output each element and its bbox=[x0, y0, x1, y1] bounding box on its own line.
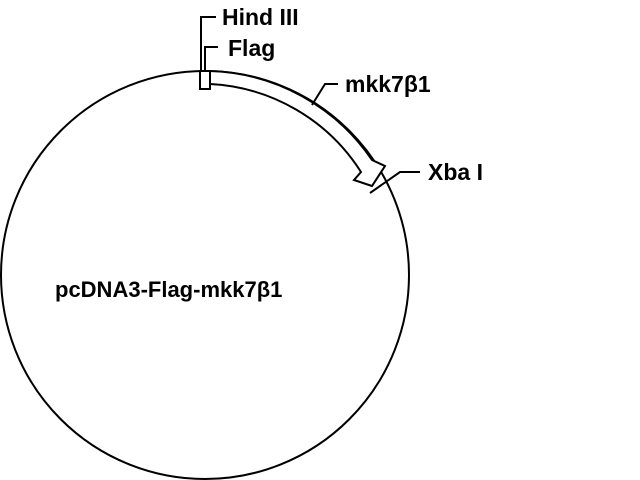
xba1-label: Xba I bbox=[428, 159, 483, 185]
insert-leader-line bbox=[311, 83, 338, 106]
flag-label: Flag bbox=[228, 35, 275, 61]
insert-label: mkk7β1 bbox=[345, 71, 431, 97]
flag-box bbox=[199, 70, 211, 90]
plasmid-name-label: pcDNA3-Flag-mkk7β1 bbox=[55, 277, 282, 302]
hind3-label: Hind III bbox=[222, 4, 299, 30]
xba1-leader-line bbox=[369, 171, 420, 194]
hind3-leader-line bbox=[200, 16, 216, 71]
insert-arrow bbox=[209, 69, 387, 188]
flag-leader-line bbox=[204, 46, 218, 71]
